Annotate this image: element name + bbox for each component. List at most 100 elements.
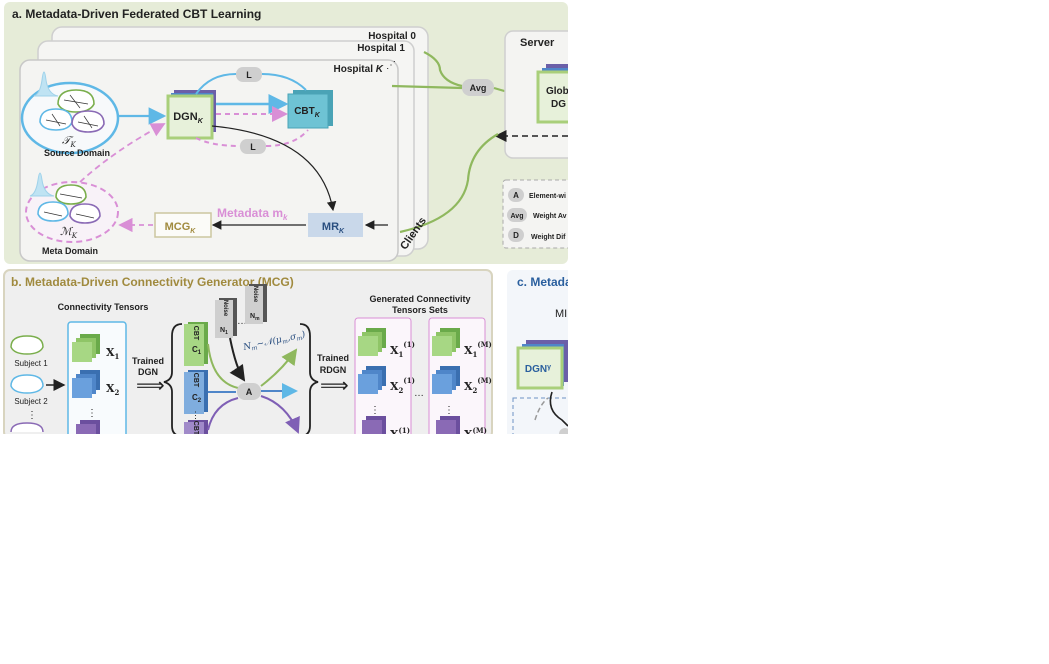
- legend-a-badge: [508, 188, 524, 202]
- cbt-k-box: CBTK: [287, 90, 333, 129]
- mcg-k-box: MCGK: [154, 212, 212, 238]
- tensor-x2-label: X2: [106, 382, 120, 397]
- gen-x1-m-label: X1(M): [464, 340, 492, 359]
- right-brace: [299, 323, 319, 437]
- meta-distribution-curve: [29, 172, 55, 197]
- noise-nm-block: Noise Nm: [245, 284, 267, 324]
- dgn-k-cube: DGNK: [166, 90, 216, 140]
- gen-set-m-vdots: ⋮: [444, 405, 454, 416]
- a-to-purple-output-arrow: [260, 395, 300, 434]
- avg-label: Avg: [470, 83, 487, 93]
- cbt-c1-block: CBT C1: [184, 322, 208, 366]
- subject-2-label: Subject 2: [14, 397, 48, 406]
- legend-a-letter: A: [513, 191, 519, 200]
- meta-brain-edges: [43, 193, 95, 219]
- legend-d-text: Weight Dif: [531, 234, 566, 241]
- noise-n1-block: Noise N1: [215, 298, 237, 338]
- hospital-k-prefix: Hospital: [334, 64, 376, 75]
- meta-brain-icons: [37, 184, 101, 224]
- cbt-c2-label: CBT: [192, 373, 199, 388]
- noise-to-a-arrow: [229, 337, 246, 382]
- gen-x1-1-label: X1(1): [390, 340, 415, 359]
- source-domain-label: Source Domain: [44, 148, 110, 158]
- legend-d-badge: [508, 228, 524, 242]
- dgn-k-label: DGNK: [173, 111, 203, 125]
- panel-c-dgn-cube: DGNγ: [516, 340, 568, 390]
- cbt-c2-block: CBT C2: [184, 370, 208, 414]
- hospital-k-to-avg-arrow: [391, 84, 463, 90]
- generated-set-m-tensors: [432, 328, 460, 438]
- generated-label-1: Generated Connectivity: [369, 294, 470, 304]
- dgn-to-mr-arrow: [211, 125, 337, 212]
- legend-avg-badge: [507, 208, 527, 222]
- trained-dgn-label-2: DGN: [138, 367, 158, 377]
- hospital-dots: ⋰: [386, 60, 396, 71]
- cbt-c2-sub: C2: [192, 393, 202, 404]
- a-to-green-output-arrow: [260, 348, 298, 387]
- panel-c-title: c. Metada: [517, 275, 572, 289]
- panel-a-title: a. Metadata-Driven Federated CBT Learnin…: [12, 7, 261, 21]
- server-to-clients-arrow: [399, 133, 499, 234]
- mr-k-box: MRK: [308, 213, 363, 237]
- global-dgn-label-2: DG: [551, 99, 566, 110]
- c1-to-a-arrow: [207, 343, 239, 389]
- trained-rdgn-label-1: Trained: [317, 353, 349, 363]
- gen-set-1-vdots: ⋮: [370, 405, 380, 416]
- source-distribution-curve: [33, 71, 59, 97]
- panel-b-title: b. Metadata-Driven Connectivity Generato…: [11, 275, 294, 289]
- panel-c: c. Metada MI DGNγ: [507, 270, 577, 440]
- subject-brains: [10, 335, 44, 433]
- legend-avg-letter: Avg: [511, 213, 524, 220]
- trained-dgn-arrow: ⟹: [136, 375, 165, 397]
- connectivity-tensors-label: Connectivity Tensors: [58, 302, 149, 312]
- avg-node: [462, 79, 494, 96]
- panel-c-dgn-label: DGNγ: [525, 364, 551, 375]
- generated-set-1-tensors: [358, 328, 386, 438]
- gen-x2-m-label: X2(M): [464, 376, 492, 395]
- meta-to-dgn-dashed-arrow: [79, 123, 166, 183]
- hospital-k-var: K: [376, 64, 384, 75]
- tensor-x1-label: X1: [106, 346, 120, 361]
- noise-distribution: Nm~𝒩(μm,σm): [241, 329, 307, 354]
- noise-hdots: …: [237, 316, 247, 327]
- gen-sets-hdots: …: [414, 388, 424, 399]
- bottom-loss-curve: [195, 129, 309, 147]
- panel-c-mr-label: MI: [555, 308, 567, 320]
- generated-label-2: Tensors Sets: [392, 305, 448, 315]
- mr-k-label: MRK: [322, 221, 345, 235]
- top-loss-label: L: [246, 70, 252, 80]
- svg-text:Noise: Noise: [252, 286, 258, 303]
- legend-a-text: Element-wi: [529, 193, 566, 200]
- server-label: Server: [520, 37, 555, 49]
- trained-rdgn-arrow: ⟹: [320, 375, 349, 397]
- cbt-vdots: ⋮: [191, 410, 200, 420]
- meta-domain-symbol: ℳK: [60, 225, 78, 240]
- hospital-0-label: Hospital 0: [368, 31, 416, 42]
- tensor-x2-icon: [72, 370, 100, 398]
- trained-rdgn-label-2: RDGN: [320, 365, 347, 375]
- legend-d-letter: D: [513, 231, 519, 240]
- panel-c-arrow: [549, 391, 569, 427]
- panel-c-dashed-curve: [534, 397, 549, 421]
- source-brain-edges: [45, 94, 99, 129]
- tensor-x1-icon: [72, 334, 100, 362]
- hospital-1-label: Hospital 1: [357, 43, 405, 54]
- panel-a: a. Metadata-Driven Federated CBT Learnin…: [4, 2, 586, 264]
- hospital-k-label: Hospital K: [334, 64, 384, 75]
- meta-domain-label: Meta Domain: [42, 246, 98, 256]
- cn-to-a-arrow: [207, 397, 239, 431]
- bottom-loss-label: L: [250, 142, 256, 152]
- a-node: [237, 383, 261, 400]
- top-loss-curve: [195, 73, 307, 95]
- subject-1-label: Subject 1: [14, 359, 48, 368]
- svg-text:N1: N1: [220, 327, 228, 336]
- gen-x2-1-label: X2(1): [390, 376, 415, 395]
- svg-text:Nm: Nm: [250, 313, 260, 322]
- mcg-k-label: MCGK: [165, 221, 197, 235]
- global-dgn-label-1: Glob: [546, 86, 569, 97]
- left-brace: [163, 323, 183, 437]
- cbt-k-label: CBTK: [294, 106, 321, 119]
- hospital-0-to-avg-arrow: [423, 51, 463, 88]
- tensor-vdots: ⋮: [87, 408, 97, 419]
